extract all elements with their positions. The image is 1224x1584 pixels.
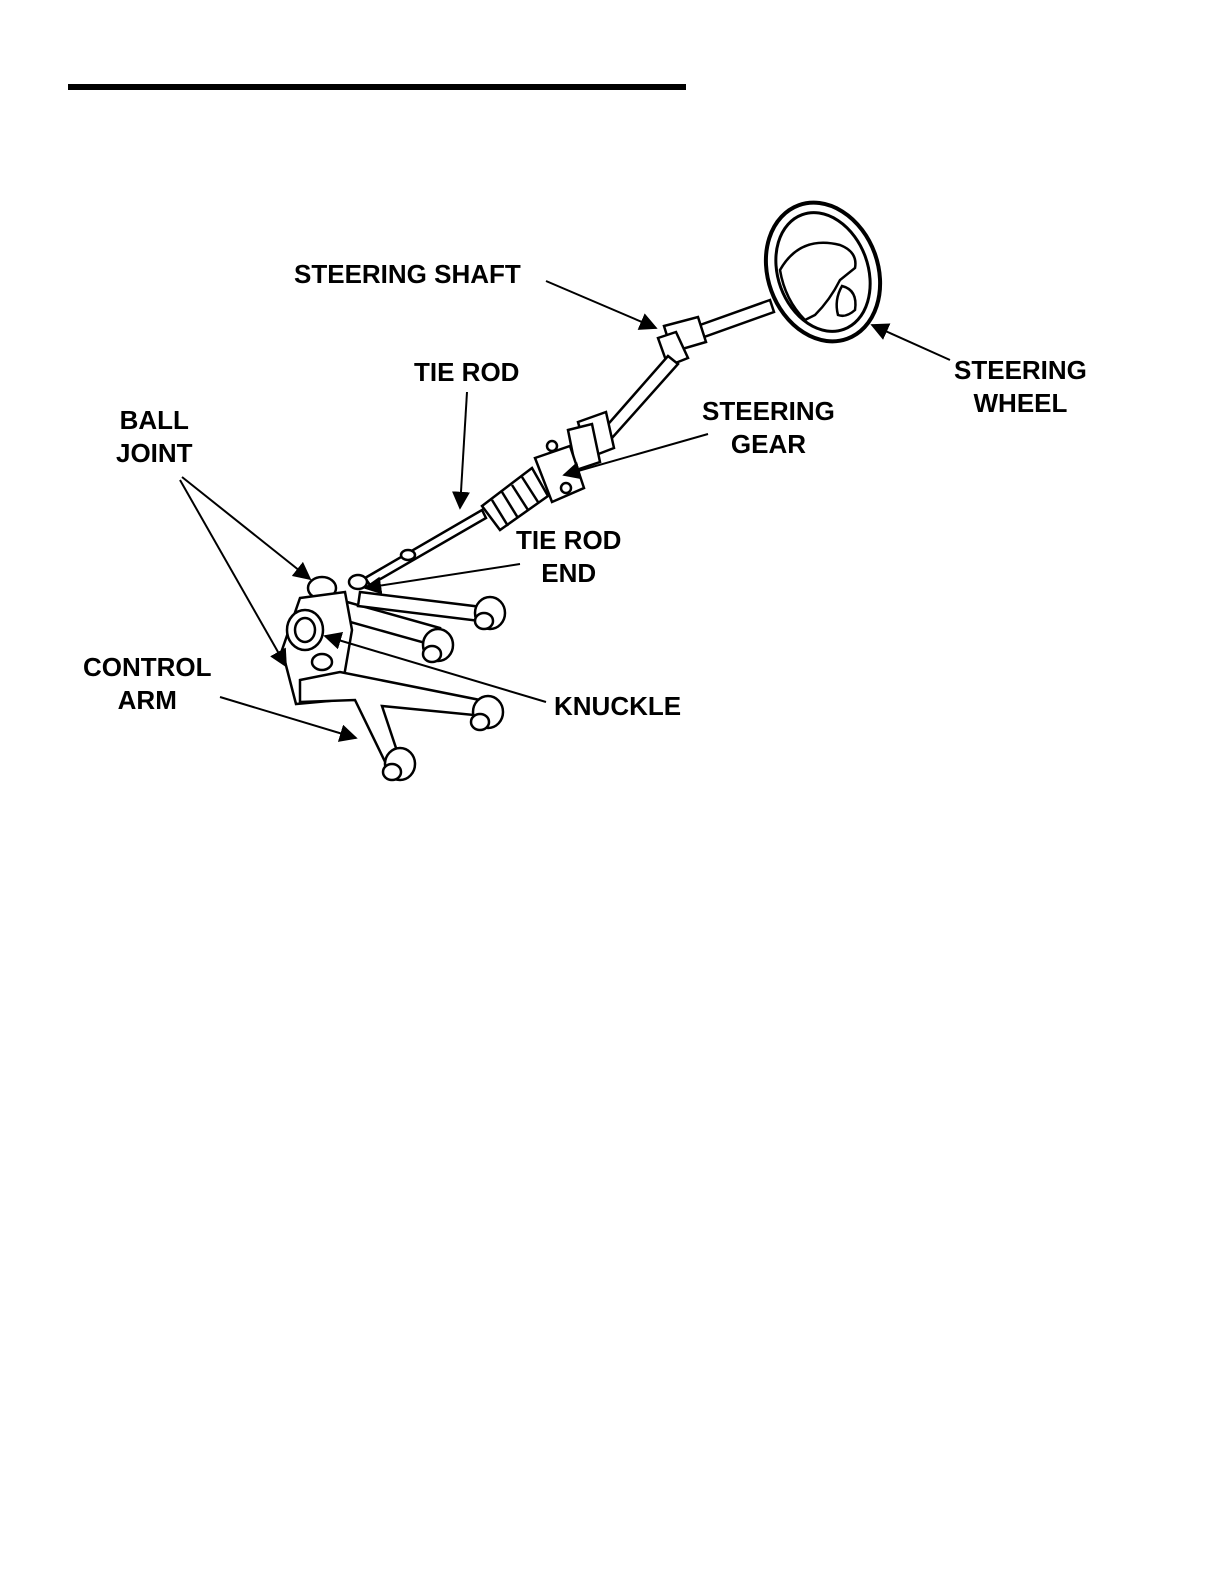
label-tie-rod: TIE ROD — [414, 356, 519, 389]
label-control-arm: CONTROL ARM — [83, 651, 212, 717]
label-ball-joint-line2: JOINT — [116, 437, 193, 470]
label-knuckle: KNUCKLE — [554, 690, 681, 723]
leader-ball-joint-lower — [180, 480, 286, 666]
label-steering-gear-line1: STEERING — [702, 395, 835, 428]
label-ball-joint-line1: BALL — [116, 404, 193, 437]
steering-wheel-drawing — [747, 186, 899, 357]
label-control-arm-line1: CONTROL — [83, 651, 212, 684]
label-steering-shaft-text: STEERING SHAFT — [294, 258, 521, 291]
steering-gear-drawing — [482, 441, 584, 530]
leader-steering-shaft — [546, 281, 656, 328]
label-steering-wheel-line2: WHEEL — [954, 387, 1087, 420]
label-steering-shaft: STEERING SHAFT — [294, 258, 521, 291]
label-steering-gear: STEERING GEAR — [702, 395, 835, 461]
leader-steering-wheel — [872, 325, 950, 360]
label-knuckle-text: KNUCKLE — [554, 690, 681, 723]
label-tie-rod-text: TIE ROD — [414, 356, 519, 389]
label-steering-wheel: STEERING WHEEL — [954, 354, 1087, 420]
label-steering-wheel-line1: STEERING — [954, 354, 1087, 387]
label-tie-rod-end-line2: END — [516, 557, 621, 590]
label-tie-rod-end-line1: TIE ROD — [516, 524, 621, 557]
label-steering-gear-line2: GEAR — [702, 428, 835, 461]
label-control-arm-line2: ARM — [83, 684, 212, 717]
knuckle-assembly-drawing — [282, 575, 505, 780]
label-ball-joint: BALL JOINT — [116, 404, 193, 470]
leader-tie-rod — [460, 392, 467, 508]
leader-ball-joint-upper — [182, 477, 310, 579]
tie-rod-drawing — [365, 510, 486, 585]
leader-control-arm — [220, 697, 356, 738]
label-tie-rod-end: TIE ROD END — [516, 524, 621, 590]
